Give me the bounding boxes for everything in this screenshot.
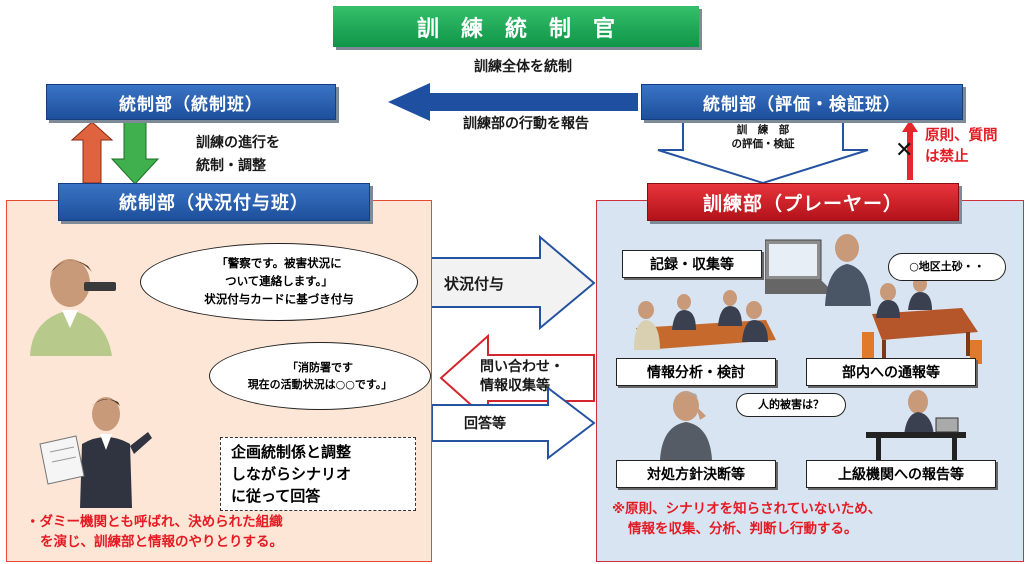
- title-char: 練: [460, 16, 483, 42]
- eval-arrow-line: の評価・検証: [731, 137, 795, 150]
- forbid-line: は禁止: [925, 149, 969, 166]
- laptop-worker-icon: [765, 234, 871, 306]
- report-arrow: [388, 83, 638, 121]
- upper-reporter-icon: [866, 390, 966, 460]
- give-arrow: [427, 234, 596, 331]
- commander-title: 訓 練 統 制 官: [333, 6, 699, 47]
- analysis-label: 情報分析・検討: [616, 358, 776, 386]
- title-char: 統: [504, 16, 527, 42]
- answer-label: 回答等: [464, 416, 506, 432]
- eval-team-box: 統制部（評価・検証班）: [641, 84, 963, 120]
- progress-line: 統制・調整: [196, 158, 266, 175]
- right-note: ※原則、シナリオを知らされていないため、 情報を収集、分析、判断し行動する。: [612, 500, 1020, 539]
- eval-down-arrow: [657, 118, 869, 185]
- situation-team-box: 統制部（状況付与班）: [58, 183, 370, 221]
- eval-arrow-line: 訓 練 部: [736, 124, 790, 136]
- scenario-line: に従って回答: [231, 486, 321, 505]
- left-note: ・ダミー機関とも呼ばれ、決められた組織 を演じ、訓練部と情報のやりとりする。: [26, 513, 430, 552]
- progress-text: 訓練の進行を 統制・調整: [196, 132, 280, 178]
- up-arrow: [70, 121, 114, 184]
- inquiry-line: 情報収集等: [480, 377, 550, 394]
- title-char: 制: [549, 16, 572, 42]
- inquiry-label: 問い合わせ・ 情報収集等: [480, 358, 564, 396]
- forbid-line: 原則、質問: [925, 128, 998, 144]
- inquiry-line: 問い合わせ・: [480, 359, 564, 375]
- fire-bubble: 「消防署です 現在の活動状況は○○です。」: [209, 342, 431, 410]
- player-box: 訓練部（プレーヤー）: [647, 183, 959, 221]
- red-up-arrow: [902, 120, 918, 180]
- right-note-line: 情報を収集、分析、判断し行動する。: [628, 520, 858, 537]
- progress-line: 訓練の進行を: [196, 135, 280, 151]
- give-label: 状況付与: [444, 275, 505, 293]
- forbid-mark-icon: ✕: [895, 138, 914, 163]
- down-arrow: [110, 121, 160, 185]
- left-note-line: ・ダミー機関とも呼ばれ、決められた組織: [26, 514, 283, 530]
- bubble-line: 現在の活動状況は○○です。」: [247, 378, 393, 391]
- right-note-line: ※原則、シナリオを知らされていないため、: [612, 501, 882, 517]
- bubble-line: 「消防署です: [287, 360, 353, 374]
- eval-arrow-label: 訓 練 部 の評価・検証: [683, 124, 843, 151]
- scenario-box: 企画統制係と調整 しながらシナリオ に従って回答: [220, 437, 416, 511]
- scenario-line: 企画統制係と調整: [231, 443, 352, 461]
- decision-maker-icon: [660, 391, 712, 460]
- report-text: 訓練部の行動を報告: [463, 116, 589, 132]
- title-char: 官: [593, 16, 616, 42]
- commander-subtitle: 訓練全体を統制: [474, 59, 572, 75]
- bubble-line: 「警察です。被害状況に: [216, 256, 342, 271]
- internal-meeting-icon: [862, 276, 982, 364]
- decision-label: 対処方針決断等: [616, 460, 776, 488]
- landslide-bubble: ○地区土砂・・: [888, 253, 1006, 281]
- upper-report-label: 上級機関への報告等: [806, 460, 996, 488]
- control-team-box: 統制部（統制班）: [46, 84, 336, 120]
- bubble-line: ついて連絡します。」: [225, 274, 333, 289]
- record-label: 記録・収集等: [622, 250, 762, 278]
- meeting-scene-icon: [634, 290, 776, 350]
- title-char: 訓: [416, 16, 439, 42]
- casualty-bubble: 人的被害は？: [736, 393, 846, 417]
- police-operator-icon: [30, 259, 116, 356]
- firefighter-operator-icon: [39, 397, 152, 508]
- scenario-line: しながらシナリオ: [231, 464, 352, 483]
- internal-report-label: 部内への通報等: [806, 358, 976, 386]
- police-bubble: 「警察です。被害状況に ついて連絡します。」 状況付与カードに基づき付与: [140, 243, 418, 321]
- answer-arrow: [431, 385, 596, 461]
- forbid-note: 原則、質問 は禁止: [925, 126, 998, 168]
- left-note-line: を演じ、訓練部と情報のやりとりする。: [40, 533, 283, 550]
- bubble-line: 状況付与カードに基づき付与: [204, 291, 354, 306]
